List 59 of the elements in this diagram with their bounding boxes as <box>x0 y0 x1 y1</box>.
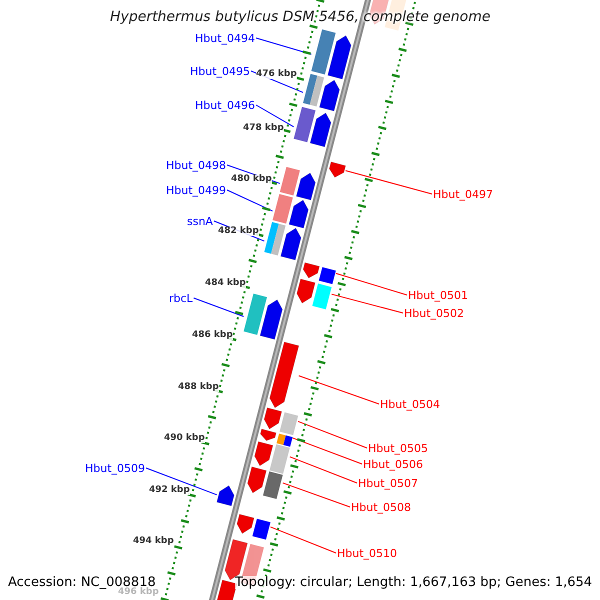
scale-label: 482 kbp <box>218 226 259 236</box>
leader-line <box>292 437 362 464</box>
gene-feature <box>329 162 346 178</box>
gene-feature <box>244 294 283 340</box>
gene-label: Hbut_0495 <box>190 66 250 76</box>
gene-feature <box>264 222 302 260</box>
gene-feature <box>280 166 316 200</box>
gene-label: Hbut_0501 <box>408 290 468 300</box>
gene-label: Hbut_0494 <box>195 32 256 44</box>
gene-feature <box>254 441 290 474</box>
scale-label: 492 kbp <box>149 486 190 494</box>
title: Hyperthermus butylicus DSM 5456, complete genome <box>110 10 490 24</box>
scale-label: 494 kbp <box>133 536 174 546</box>
gene-label: rbcL <box>169 292 193 304</box>
scale-label: 488 kbp <box>178 382 219 392</box>
gene-label: Hbut_0507 <box>358 478 418 488</box>
scale-label: 478 kbp <box>243 124 284 132</box>
gene-feature <box>216 485 234 506</box>
leader-line <box>146 468 218 496</box>
gene-feature <box>247 466 283 500</box>
gene-feature <box>302 262 336 284</box>
leader-line <box>289 456 358 484</box>
info-text: Accession: NC_008818 <box>8 576 156 589</box>
scale-label: 490 kbp <box>164 434 205 442</box>
gene-feature <box>269 342 300 408</box>
gene-label: Hbut_0502 <box>404 308 464 318</box>
leader-line <box>226 190 274 212</box>
gene-label: Hbut_0496 <box>195 100 256 110</box>
scale-label: 484 kbp <box>205 278 246 288</box>
gene-label: Hbut_0509 <box>85 462 146 474</box>
gene-label: Hbut_0504 <box>380 398 440 410</box>
gene-label: Hbut_0505 <box>368 442 428 454</box>
gene-label: Hbut_0498 <box>166 160 226 170</box>
info-text: Topology: circular; Length: 1,667,163 bp; Genes: 1,654 <box>235 576 592 589</box>
gene-label: Hbut_0497 <box>433 188 494 200</box>
gene-feature <box>296 278 332 310</box>
gene-feature <box>294 106 332 148</box>
gene-feature <box>311 29 352 80</box>
leader-line <box>335 272 408 296</box>
gene-label: ssnA <box>187 216 213 226</box>
leader-line <box>298 375 380 404</box>
gene-label: Hbut_0506 <box>363 458 424 470</box>
gene-feature <box>260 428 293 447</box>
leader-line <box>331 294 404 314</box>
gene-feature <box>272 194 309 228</box>
gene-feature <box>303 74 340 112</box>
gene-label: Hbut_0508 <box>351 502 412 512</box>
leader-line <box>193 298 244 318</box>
leader-line <box>298 420 368 448</box>
leader-line <box>345 170 432 194</box>
scale-label: 486 kbp <box>192 330 233 340</box>
gene-feature <box>236 514 270 540</box>
gene-label: Hbut_0510 <box>337 548 398 558</box>
gene-feature <box>264 408 298 436</box>
leader-line <box>256 38 312 55</box>
leader-line <box>256 104 294 128</box>
scale-label: 476 kbp <box>256 70 297 78</box>
scale-label: 480 kbp <box>231 174 272 184</box>
gene-label: Hbut_0499 <box>166 184 226 196</box>
